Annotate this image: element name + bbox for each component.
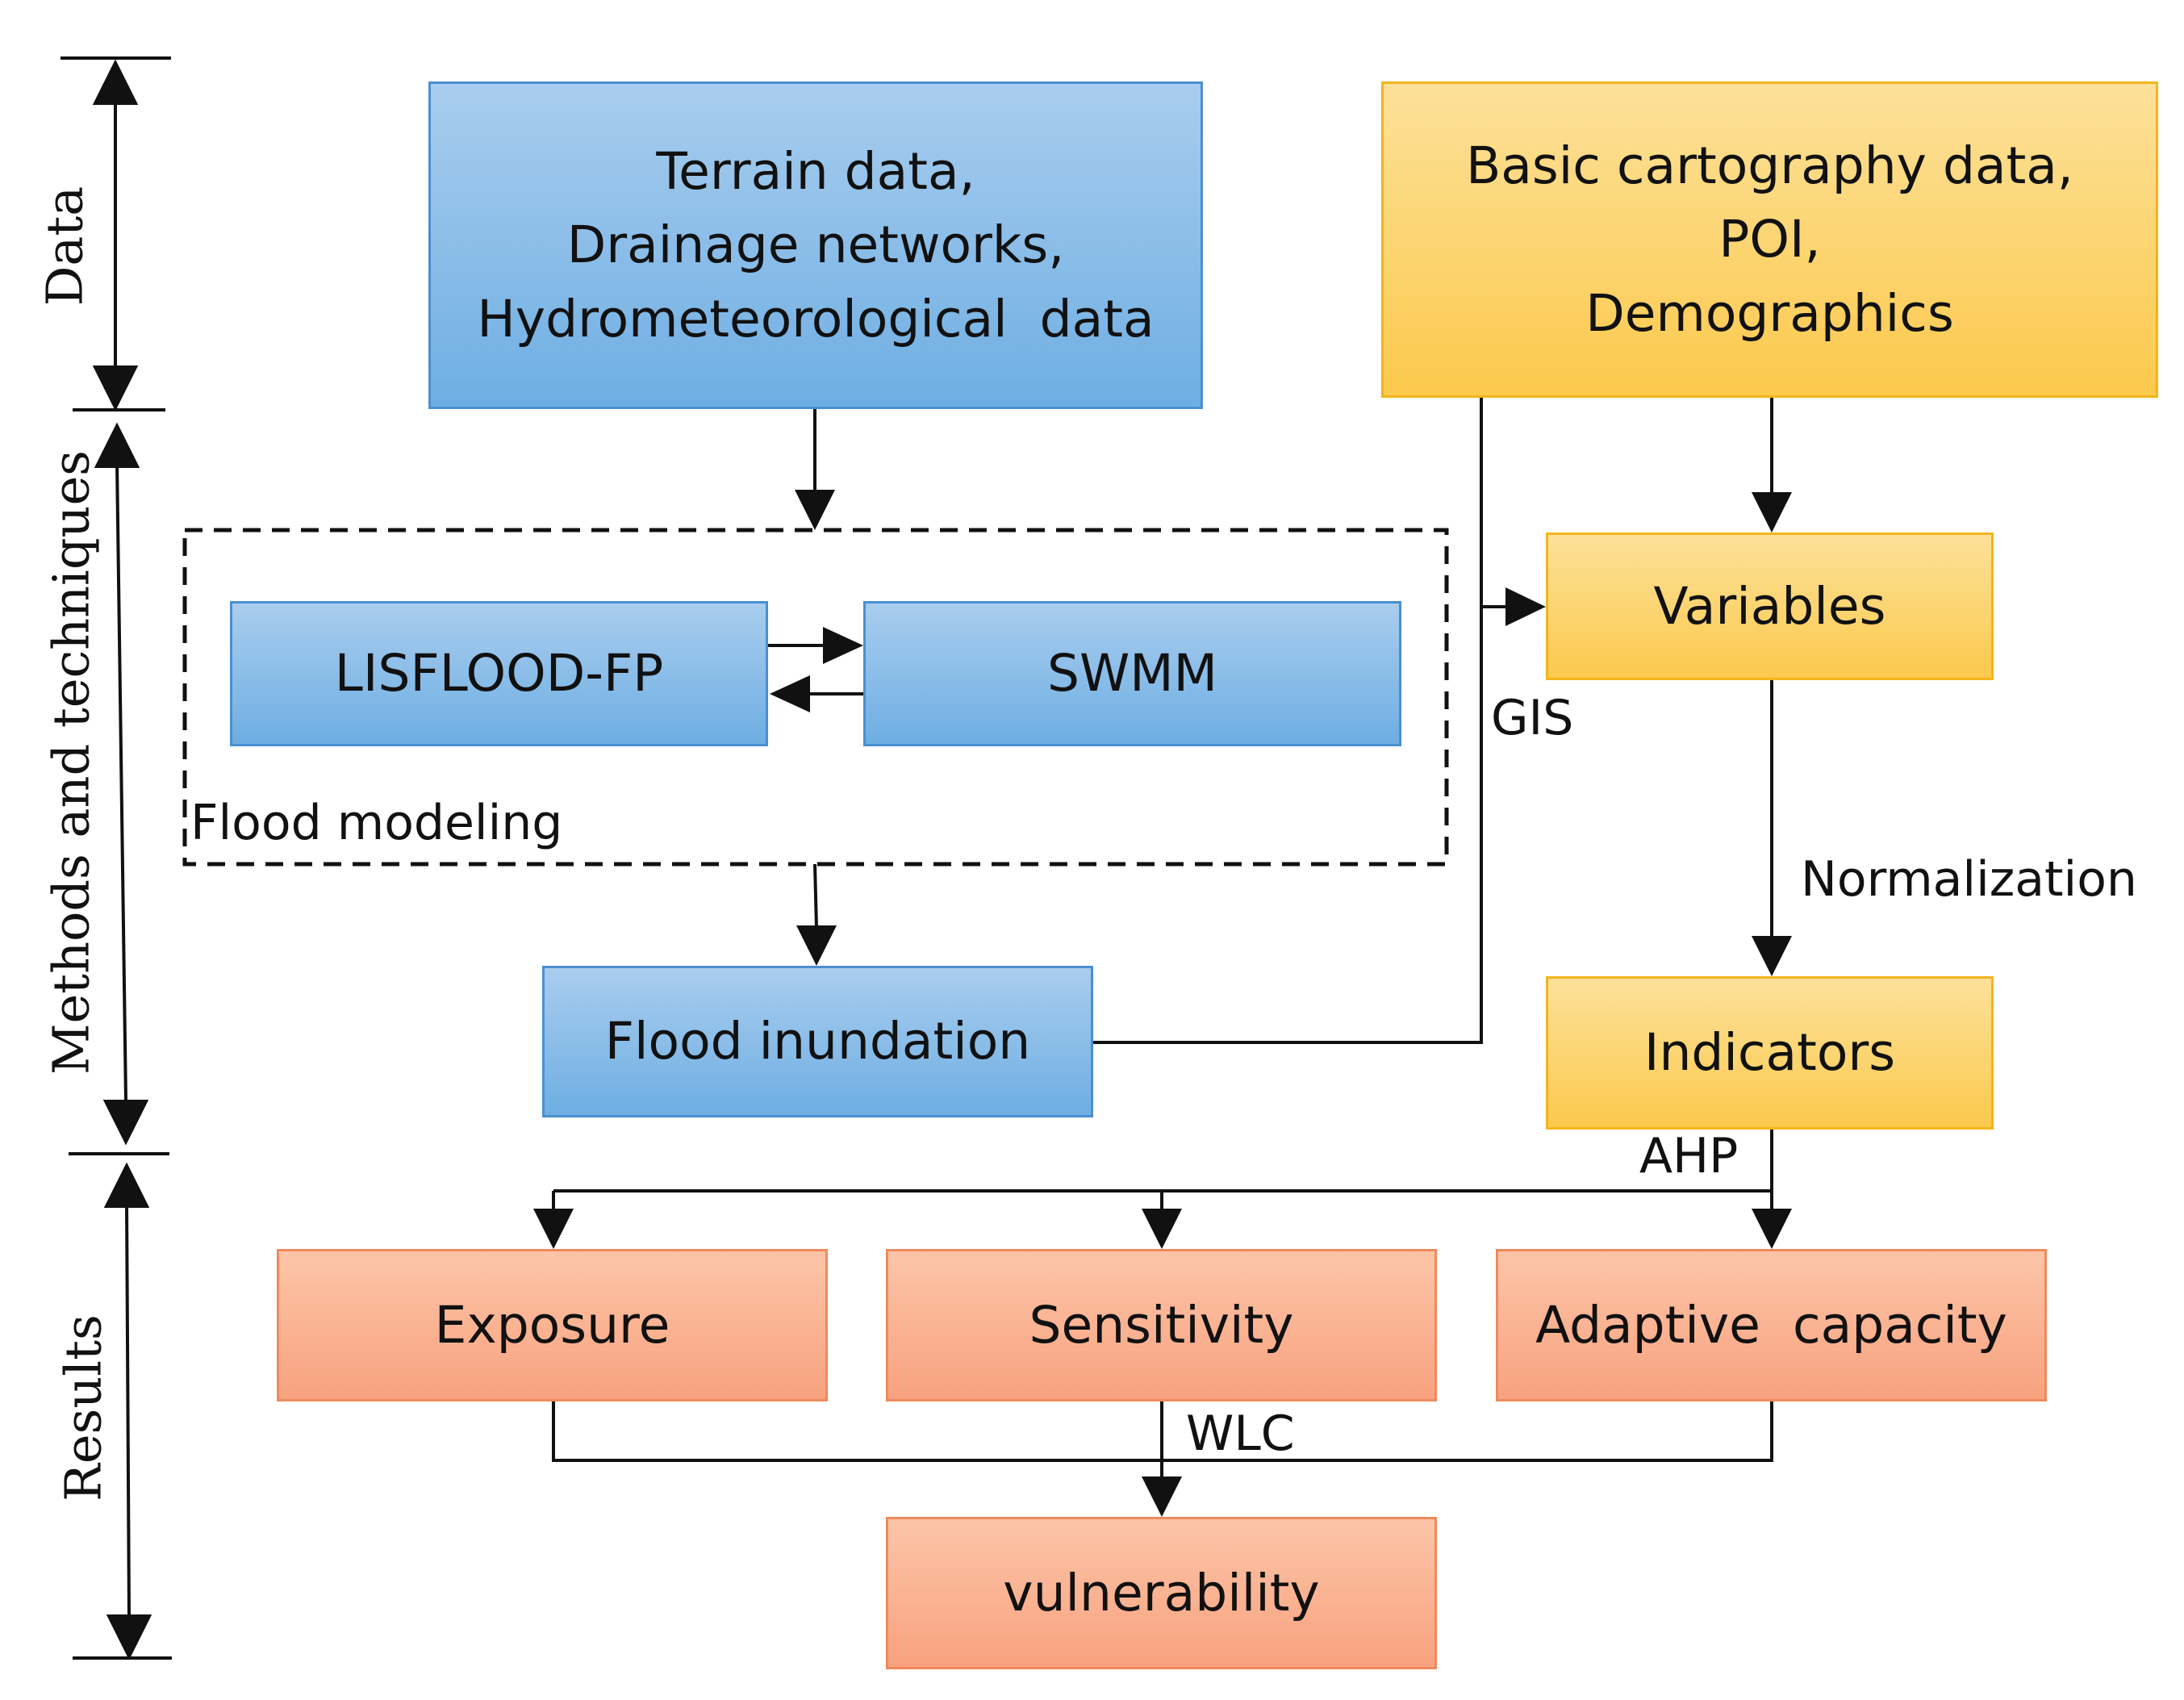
exposure-box: Exposure bbox=[277, 1249, 828, 1401]
adaptive-capacity-box: Adaptive capacity bbox=[1496, 1249, 2047, 1401]
axis-methods-arrow bbox=[69, 422, 169, 1155]
indicators-box: Indicators bbox=[1546, 976, 1994, 1130]
terrain-data-box: Terrain data, Drainage networks, Hydrome… bbox=[428, 81, 1203, 409]
ahp-label: AHP bbox=[1639, 1128, 1739, 1184]
sensitivity-box: Sensitivity bbox=[886, 1249, 1437, 1401]
axis-data-arrow bbox=[61, 56, 171, 411]
swmm-box: SWMM bbox=[863, 601, 1401, 746]
axis-label-data: Data bbox=[35, 186, 94, 307]
flood-modeling-label: Flood modeling bbox=[190, 795, 563, 851]
terrain-line-1: Terrain data, bbox=[656, 141, 975, 201]
vulnerability-box: vulnerability bbox=[886, 1517, 1437, 1669]
connector-inundation-to-variables bbox=[1093, 605, 1509, 1044]
normalization-label: Normalization bbox=[1801, 851, 2137, 908]
flood-modeling-frame bbox=[182, 528, 1449, 867]
gis-label: GIS bbox=[1491, 690, 1574, 746]
arrowhead-swmm bbox=[823, 627, 863, 664]
axis-results-arrow bbox=[73, 1162, 172, 1660]
cartography-line-2: POI, bbox=[1718, 210, 1821, 269]
arrowhead-inundation bbox=[796, 925, 837, 966]
wlc-label: WLC bbox=[1186, 1406, 1295, 1462]
arrowhead-indicators bbox=[1752, 936, 1792, 976]
cartography-data-box: Basic cartography data, POI, Demographic… bbox=[1381, 81, 2158, 398]
axis-label-results: Results bbox=[53, 1314, 113, 1502]
variables-box: Variables bbox=[1546, 533, 1994, 680]
lisflood-fp-box: LISFLOOD-FP bbox=[230, 601, 768, 746]
terrain-line-3: Hydrometeorological data bbox=[477, 289, 1155, 349]
cartography-line-3: Demographics bbox=[1585, 283, 1954, 343]
flood-inundation-box: Flood inundation bbox=[542, 966, 1093, 1117]
arrowhead-lisflood bbox=[770, 675, 810, 712]
arrowhead-sensitivity bbox=[1142, 1209, 1182, 1249]
arrowhead-adaptive bbox=[1752, 1209, 1792, 1249]
arrowhead-modeling bbox=[795, 490, 835, 530]
arrowhead-exposure bbox=[533, 1209, 574, 1249]
axis-label-methods: Methods and techniques bbox=[41, 449, 101, 1076]
arrowhead-variables-side bbox=[1505, 587, 1546, 626]
arrowhead-variables-top bbox=[1752, 492, 1792, 533]
cartography-line-1: Basic cartography data, bbox=[1466, 136, 2073, 195]
connector-modeling-to-inundation bbox=[813, 863, 818, 929]
terrain-line-2: Drainage networks, bbox=[566, 215, 1065, 275]
arrowhead-vulnerability bbox=[1142, 1477, 1182, 1517]
